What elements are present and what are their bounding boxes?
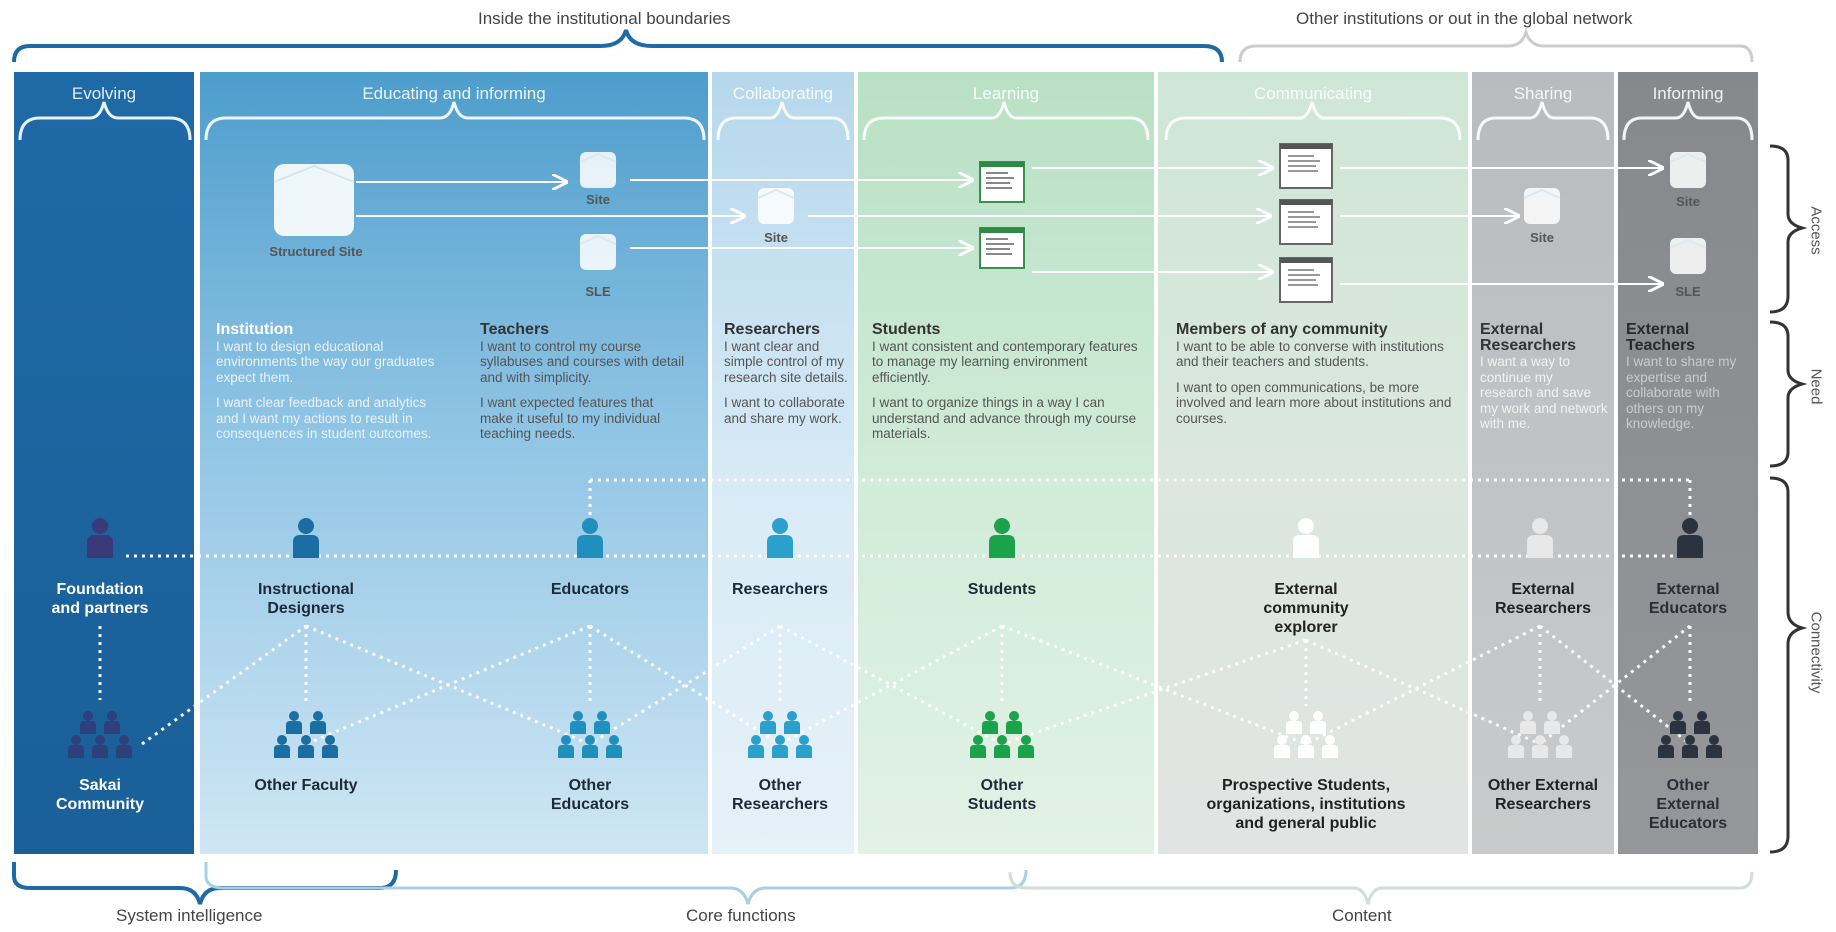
need-institution-text-2: I want clear feedback and analytics and … xyxy=(216,395,432,441)
column-title-informing: Informing xyxy=(1652,84,1724,103)
educators-icon xyxy=(577,518,603,558)
other-educators-label: Other Educators xyxy=(550,777,630,813)
need-researchers-text-1: I want clear and simple control of my re… xyxy=(724,338,848,385)
external-explorer-icon xyxy=(1293,518,1319,558)
need-teachers-title: Teachers xyxy=(480,321,550,338)
system-intelligence-label: System intelligence xyxy=(116,906,263,925)
educators-label: Educators xyxy=(550,581,630,598)
other-external-researchers-icon xyxy=(1508,711,1572,758)
other-students-icon xyxy=(970,711,1034,758)
sakai-community-label: Sakai Community xyxy=(56,777,144,813)
site-cube-4 xyxy=(1669,151,1707,189)
column-title-evolving: Evolving xyxy=(71,84,137,103)
content-brace xyxy=(1008,871,1754,905)
need-students: Students I want consistent and contempor… xyxy=(872,322,1142,452)
other-faculty-label: Other Faculty xyxy=(254,777,358,794)
column-title-collaborating: Collaborating xyxy=(732,84,834,103)
content-label: Content xyxy=(1332,906,1392,925)
need-ext-teachers-title: External Teachers xyxy=(1626,321,1696,354)
need-researchers: Researchers I want clear and simple cont… xyxy=(724,322,848,436)
need-researchers-title: Researchers xyxy=(724,321,821,338)
comm-doc-1 xyxy=(1279,143,1333,189)
learning-doc-1 xyxy=(979,161,1025,203)
students-label: Students xyxy=(967,581,1037,598)
external-researchers-icon xyxy=(1527,518,1553,558)
access-side-label: Access xyxy=(1807,206,1825,255)
sle-label-1: SLE xyxy=(585,284,611,299)
need-teachers-text-1: I want to control my course syllabuses a… xyxy=(480,338,685,385)
need-ext-researchers: External Researchers I want a way to con… xyxy=(1480,322,1608,442)
need-members-text-1: I want to be able to converse with insti… xyxy=(1176,338,1444,370)
external-explorer-label: External community explorer xyxy=(1263,581,1349,636)
site-cube-3 xyxy=(1523,187,1561,225)
need-ext-researchers-title: External Researchers xyxy=(1480,321,1577,354)
need-teachers-text-2: I want expected features that make it us… xyxy=(480,395,661,441)
need-students-text-1: I want consistent and contemporary featu… xyxy=(872,338,1138,385)
core-functions-brace xyxy=(204,862,1028,905)
comm-doc-3 xyxy=(1279,257,1333,303)
connectivity-side-label: Connectivity xyxy=(1807,611,1825,694)
need-students-text-2: I want to organize things in a way I can… xyxy=(872,395,1137,441)
need-researchers-text-2: I want to collaborate and share my work. xyxy=(724,395,845,426)
need-institution-title: Institution xyxy=(216,321,294,338)
site-label-4: Site xyxy=(1676,194,1700,209)
site-cube-1 xyxy=(579,151,617,189)
need-side-label: Need xyxy=(1807,368,1825,405)
other-educators-icon xyxy=(558,711,622,758)
column-title-learning: Learning xyxy=(972,84,1040,103)
researchers-icon xyxy=(767,518,793,558)
prospective-public-label: Prospective Students, organizations, ins… xyxy=(1206,777,1406,832)
need-members: Members of any community I want to be ab… xyxy=(1176,322,1456,436)
instructional-designers-label: Instructional Designers xyxy=(257,581,354,617)
outside-network-label: Other institutions or out in the global … xyxy=(1296,9,1633,28)
external-educators-icon xyxy=(1677,518,1703,558)
other-external-educators-icon xyxy=(1658,711,1722,758)
students-icon xyxy=(989,518,1015,558)
core-functions-label: Core functions xyxy=(686,906,796,925)
learning-doc-2 xyxy=(979,227,1025,269)
site-label-1: Site xyxy=(586,192,610,207)
other-external-researchers-label: Other External Researchers xyxy=(1487,777,1599,813)
outside-network-brace xyxy=(1238,26,1754,63)
column-title-educating: Educating and informing xyxy=(362,84,546,103)
need-ext-teachers: External Teachers I want to share my exp… xyxy=(1626,322,1754,442)
sle-cube-2 xyxy=(1669,237,1707,275)
external-researchers-label: External Researchers xyxy=(1494,581,1592,617)
other-faculty-icon xyxy=(274,711,338,758)
other-students-label: Other Students xyxy=(967,777,1037,813)
need-teachers: Teachers I want to control my course syl… xyxy=(480,322,690,452)
need-students-title: Students xyxy=(872,321,941,338)
sle-label-2: SLE xyxy=(1675,284,1701,299)
comm-doc-2 xyxy=(1279,199,1333,245)
structured-site-label: Structured Site xyxy=(269,244,363,259)
foundation-label: Foundation and partners xyxy=(51,581,149,617)
need-members-title: Members of any community xyxy=(1176,321,1388,338)
foundation-icon xyxy=(87,518,113,558)
need-ext-researchers-text-1: I want a way to continue my research and… xyxy=(1480,354,1608,431)
researchers-label: Researchers xyxy=(731,581,829,598)
instructional-designers-icon xyxy=(293,518,319,558)
need-institution-text-1: I want to design educational environment… xyxy=(216,338,435,385)
site-label-2: Site xyxy=(764,230,788,245)
prospective-public-icon xyxy=(1274,711,1338,758)
need-ext-teachers-text-1: I want to share my expertise and collabo… xyxy=(1626,354,1737,431)
inside-boundaries-brace xyxy=(12,29,1224,63)
column-title-communicating: Communicating xyxy=(1253,84,1373,103)
external-educators-label: External Educators xyxy=(1648,581,1728,617)
structured-site-cube xyxy=(273,164,355,236)
other-researchers-label: Other Researchers xyxy=(731,777,829,813)
column-informing: Informing xyxy=(1618,72,1758,854)
other-external-educators-label: Other External Educators xyxy=(1648,777,1728,832)
need-members-text-2: I want to open communications, be more i… xyxy=(1176,379,1452,426)
column-title-sharing: Sharing xyxy=(1513,84,1573,103)
inside-boundaries-label: Inside the institutional boundaries xyxy=(478,9,731,28)
sakai-community-icon xyxy=(68,711,132,758)
site-cube-2 xyxy=(757,187,795,225)
other-researchers-icon xyxy=(748,711,812,758)
site-label-3: Site xyxy=(1530,230,1554,245)
sle-cube-1 xyxy=(579,233,617,271)
need-institution: Institution I want to design educational… xyxy=(216,322,444,452)
column-evolving: Evolving xyxy=(14,72,194,854)
